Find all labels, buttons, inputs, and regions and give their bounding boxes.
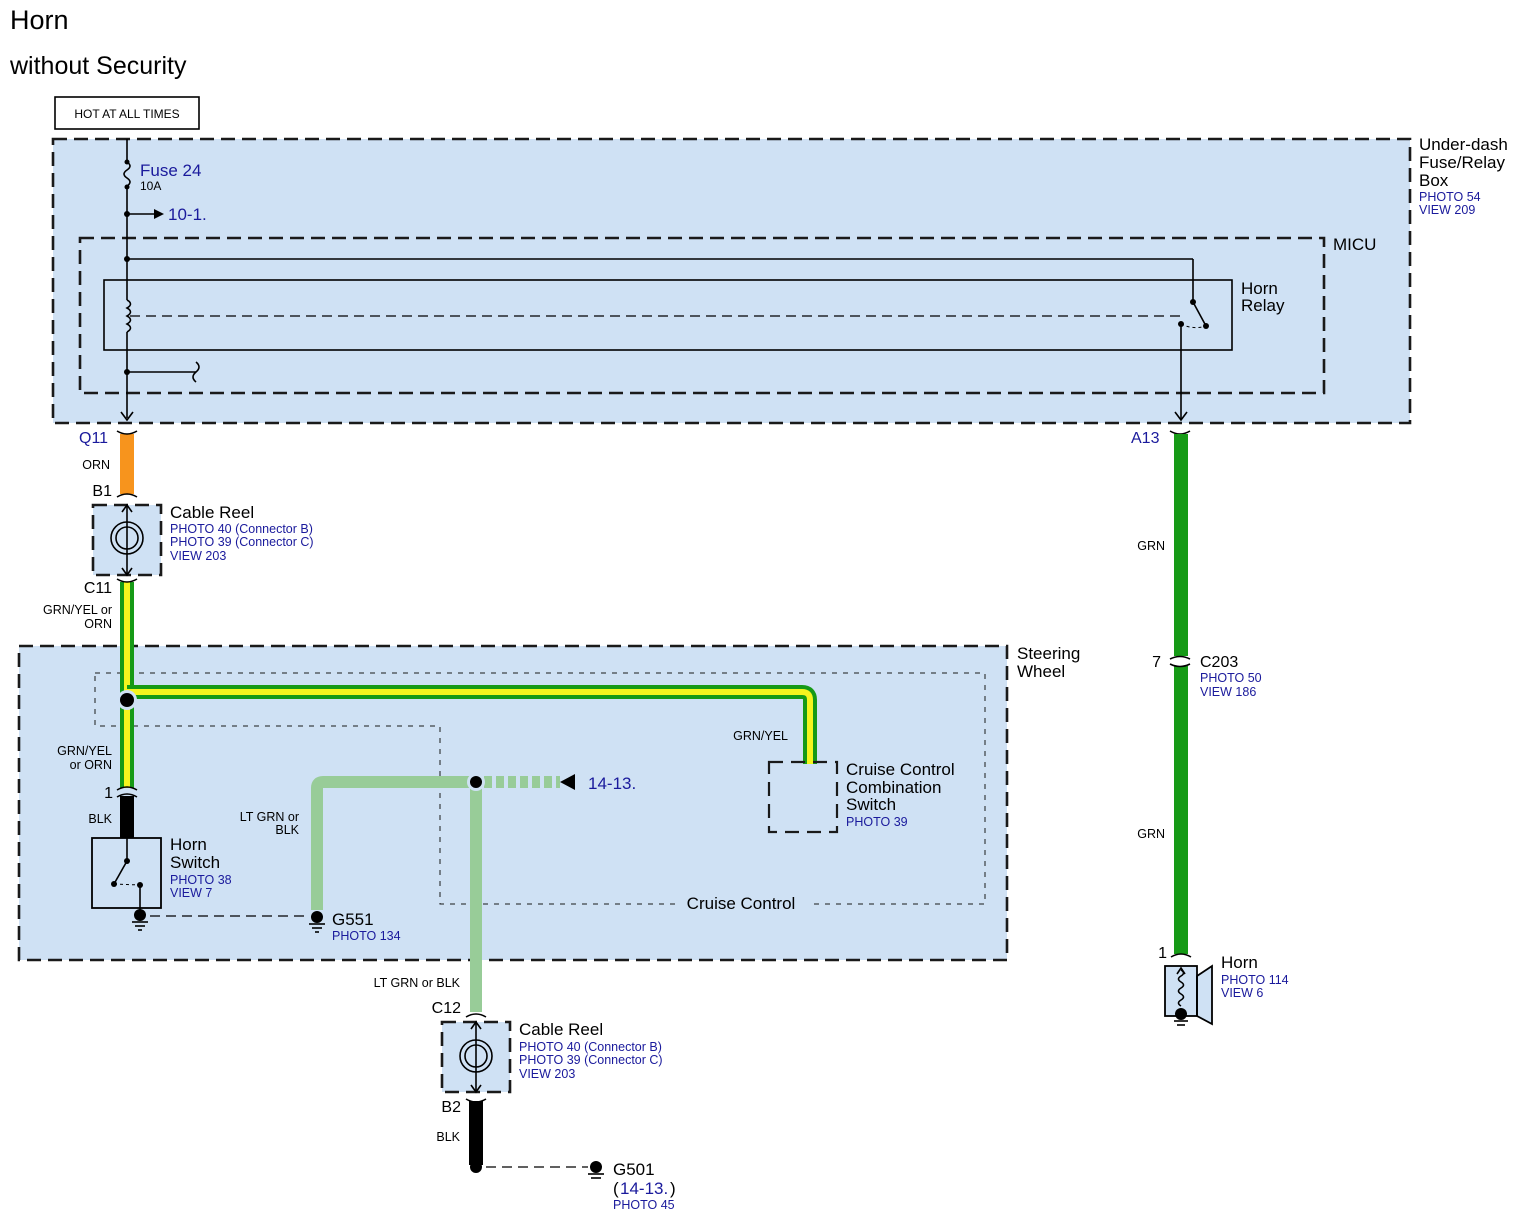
svg-text:Relay: Relay bbox=[1241, 296, 1285, 315]
pin-c11: C11 bbox=[84, 580, 112, 597]
horn-switch-photo-link[interactable]: PHOTO 38 bbox=[170, 873, 232, 887]
wire-grn-yel bbox=[116, 578, 817, 788]
terminal-q11: Q11 bbox=[79, 430, 108, 447]
svg-text:Wheel: Wheel bbox=[1017, 662, 1065, 681]
main-feed-circuit bbox=[120, 139, 1209, 422]
pin-b2: B2 bbox=[441, 1099, 461, 1116]
wire-blk-g501 bbox=[465, 1098, 588, 1173]
horn-photo-link[interactable]: PHOTO 114 bbox=[1221, 973, 1289, 987]
horn-switch bbox=[91, 837, 162, 931]
g501-name: G501 bbox=[613, 1160, 655, 1179]
arrow-left-icon bbox=[560, 774, 575, 790]
svg-text:): ) bbox=[670, 1179, 676, 1198]
c203-photo-link[interactable]: PHOTO 50 bbox=[1200, 671, 1262, 685]
svg-text:Combination: Combination bbox=[846, 778, 941, 797]
splice-point bbox=[120, 693, 134, 707]
svg-text:GRN/YEL: GRN/YEL bbox=[57, 744, 112, 758]
ground-g501 bbox=[588, 1161, 604, 1179]
power-source-label: HOT AT ALL TIMES bbox=[54, 96, 200, 130]
fuse-box-view-link[interactable]: VIEW 209 bbox=[1419, 203, 1475, 217]
pin-b1: B1 bbox=[92, 483, 112, 500]
svg-text:LT GRN or BLK: LT GRN or BLK bbox=[374, 976, 461, 990]
relay-contact-icon bbox=[1192, 301, 1207, 327]
svg-text:GRN: GRN bbox=[1137, 827, 1165, 841]
pin-c12: C12 bbox=[432, 1000, 461, 1017]
fuse-box-photo-link[interactable]: PHOTO 54 bbox=[1419, 190, 1481, 204]
svg-text:Steering: Steering bbox=[1017, 644, 1080, 663]
svg-text:1: 1 bbox=[1158, 945, 1167, 962]
wire-lt-grn bbox=[311, 773, 575, 1012]
wire-orn bbox=[116, 430, 138, 498]
svg-text:GRN/YEL: GRN/YEL bbox=[733, 729, 788, 743]
svg-text:LT GRN or: LT GRN or bbox=[240, 810, 299, 824]
fuse-24-label: Fuse 24 bbox=[140, 161, 201, 180]
cruise-control-switch bbox=[767, 760, 839, 834]
svg-text:1: 1 bbox=[104, 785, 113, 802]
fuse-box-name: Under-dash bbox=[1419, 135, 1508, 154]
diagram-subtitle: without Security bbox=[9, 52, 187, 80]
svg-text:7: 7 bbox=[1152, 654, 1161, 671]
svg-text:HOT AT ALL TIMES: HOT AT ALL TIMES bbox=[74, 107, 179, 121]
diagram-title: Horn bbox=[10, 5, 69, 35]
svg-text:(: ( bbox=[613, 1179, 619, 1198]
c203-name: C203 bbox=[1200, 654, 1238, 671]
splice-point bbox=[470, 776, 482, 788]
horn-switch-name: Horn bbox=[170, 835, 207, 854]
branch-ref-10-1-link[interactable]: 10-1. bbox=[168, 205, 207, 224]
micu-label: MICU bbox=[1333, 235, 1376, 254]
svg-text:GRN/YEL or: GRN/YEL or bbox=[43, 603, 112, 617]
wire-blk-horn-switch bbox=[116, 786, 138, 838]
svg-text:ORN: ORN bbox=[82, 458, 110, 472]
relay-coil-icon bbox=[125, 299, 132, 333]
cable-reel-upper-view-link[interactable]: VIEW 203 bbox=[170, 549, 226, 563]
cable-reel-lower-view-link[interactable]: VIEW 203 bbox=[519, 1067, 575, 1081]
horn-icon bbox=[1164, 964, 1213, 1026]
svg-text:Cruise Control: Cruise Control bbox=[687, 894, 796, 913]
arrow-right-icon bbox=[154, 209, 164, 219]
g551-photo-link[interactable]: PHOTO 134 bbox=[332, 929, 401, 943]
cruise-switch-photo-link[interactable]: PHOTO 39 bbox=[846, 815, 908, 829]
cable-reel-upper-photo-c-link[interactable]: PHOTO 39 (Connector C) bbox=[170, 535, 314, 549]
svg-text:Switch: Switch bbox=[170, 853, 220, 872]
cable-reel-upper bbox=[91, 503, 163, 577]
svg-text:Horn: Horn bbox=[1241, 279, 1278, 298]
ground-icon bbox=[132, 909, 148, 931]
svg-text:Fuse/Relay: Fuse/Relay bbox=[1419, 153, 1505, 172]
cable-reel-lower-photo-c-link[interactable]: PHOTO 39 (Connector C) bbox=[519, 1053, 663, 1067]
g551-name: G551 bbox=[332, 910, 374, 929]
svg-text:ORN: ORN bbox=[84, 617, 112, 631]
ground-ref-14-13-link[interactable]: 14-13. bbox=[588, 774, 636, 793]
horn-view-link[interactable]: VIEW 6 bbox=[1221, 986, 1263, 1000]
svg-text:BLK: BLK bbox=[436, 1130, 460, 1144]
svg-text:Switch: Switch bbox=[846, 795, 896, 814]
cable-reel-upper-name: Cable Reel bbox=[170, 503, 254, 522]
svg-text:BLK: BLK bbox=[275, 823, 299, 837]
horn-name: Horn bbox=[1221, 953, 1258, 972]
fuse-relay-box: Under-dash Fuse/Relay Box PHOTO 54 VIEW … bbox=[51, 135, 1508, 425]
g501-photo-link[interactable]: PHOTO 45 bbox=[613, 1198, 675, 1212]
switch-contact-icon bbox=[113, 860, 128, 885]
cable-reel-upper-photo-b-link[interactable]: PHOTO 40 (Connector B) bbox=[170, 522, 313, 536]
cable-reel-lower-photo-b-link[interactable]: PHOTO 40 (Connector B) bbox=[519, 1040, 662, 1054]
ground-g551 bbox=[309, 911, 325, 933]
cable-reel-lower-name: Cable Reel bbox=[519, 1020, 603, 1039]
g501-ref-link[interactable]: 14-13. bbox=[620, 1179, 668, 1198]
cruise-control-group: Cruise Control bbox=[94, 672, 986, 913]
fuse-icon bbox=[123, 161, 131, 187]
svg-text:GRN: GRN bbox=[1137, 539, 1165, 553]
terminal-a13: A13 bbox=[1131, 430, 1160, 447]
fuse-rating: 10A bbox=[140, 179, 161, 193]
svg-text:Box: Box bbox=[1419, 171, 1449, 190]
horn-relay: Horn Relay bbox=[103, 279, 1285, 351]
svg-text:or ORN: or ORN bbox=[70, 758, 112, 772]
cruise-switch-name: Cruise Control bbox=[846, 760, 955, 779]
horn-switch-view-link[interactable]: VIEW 7 bbox=[170, 886, 212, 900]
svg-text:BLK: BLK bbox=[88, 812, 112, 826]
c203-view-link[interactable]: VIEW 186 bbox=[1200, 685, 1256, 699]
cable-reel-lower bbox=[440, 1020, 512, 1094]
wire-grn bbox=[1169, 430, 1192, 958]
micu-module: MICU bbox=[78, 235, 1376, 395]
